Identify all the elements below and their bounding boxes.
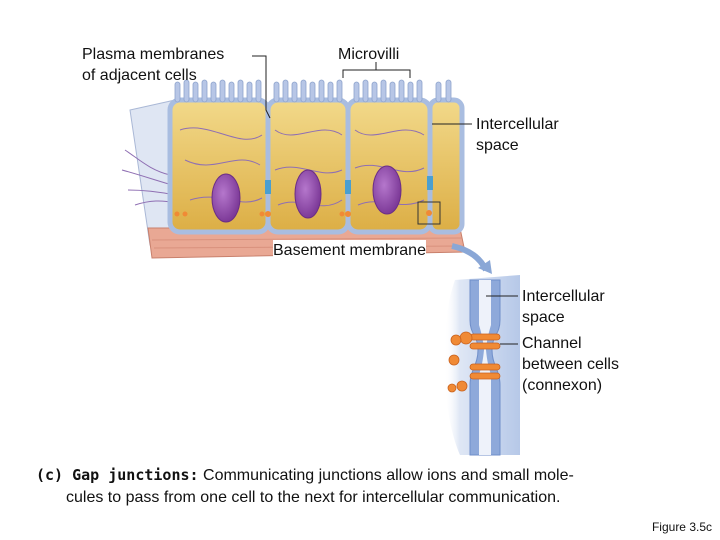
figure-caption: (c) Gap junctions: Communicating junctio… xyxy=(36,464,696,509)
zoom-arrowhead xyxy=(478,260,492,274)
label-plasma-membranes-line1: Plasma membranes xyxy=(82,46,225,63)
cell-nuclei xyxy=(211,165,402,223)
cell-junctions xyxy=(174,176,441,225)
label-plasma-membranes-line2: of adjacent cells xyxy=(82,67,197,84)
gap-junction-closeup xyxy=(444,275,520,456)
leader-lines xyxy=(252,55,518,345)
label-basement-membrane: Basement membrane xyxy=(273,240,426,261)
label-intercellular-space-top: Intercellular space xyxy=(476,114,559,156)
label-intercellular-space-zoom: Intercellular space xyxy=(522,286,605,328)
label-channel-line1: Channel xyxy=(522,335,582,352)
label-intercellular-line1: Intercellular xyxy=(476,116,559,133)
caption-line2: cules to pass from one cell to the next … xyxy=(66,489,561,506)
label-plasma-membranes: Plasma membranes of adjacent cells xyxy=(82,44,224,86)
caption-line1: Communicating junctions allow ions and s… xyxy=(198,467,574,484)
label-zoom-intercellular-line2: space xyxy=(522,309,565,326)
label-channel-line3: (connexon) xyxy=(522,377,603,394)
label-channel-line2: between cells xyxy=(522,356,619,373)
caption-tag: (c) Gap junctions: xyxy=(36,466,199,484)
label-intercellular-line2: space xyxy=(476,137,519,154)
figure-number: Figure 3.5c xyxy=(651,520,712,534)
label-zoom-intercellular-line1: Intercellular xyxy=(522,288,605,305)
microvilli-fringe xyxy=(174,79,452,103)
label-channel: Channel between cells (connexon) xyxy=(522,333,619,396)
label-microvilli: Microvilli xyxy=(338,46,400,63)
